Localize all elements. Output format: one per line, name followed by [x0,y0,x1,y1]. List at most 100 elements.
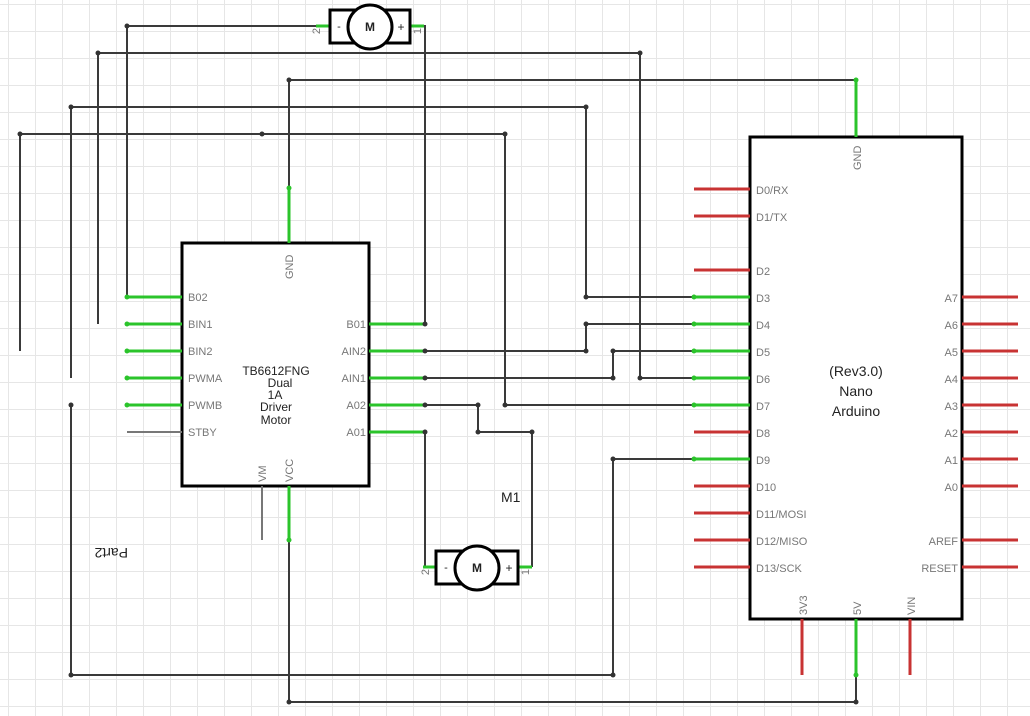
arduino-label-gnd: GND [852,146,864,171]
motor-bottom-symbol: M [472,561,482,575]
driver-label-pwmb: PWMB [188,400,222,412]
pin-end-dot [286,537,292,543]
motor-top-pin-2-label: 2 [311,28,323,34]
arduino-label-a6: A6 [945,320,958,332]
arduino-label-d11: D11/MOSI [756,509,807,521]
pin-end-dot [124,402,130,408]
motor-top[interactable]: M - + 2 1 [311,3,424,51]
driver-label-ain1: AIN1 [342,373,366,385]
motor-bottom-label: M1 [501,489,521,505]
driver-name-line-1: TB6612FNG [242,364,309,378]
wire-ain2-d4[interactable] [425,323,694,352]
wire-pwmb-d9[interactable] [70,405,694,676]
pin-end-dot [691,294,697,300]
motor-driver[interactable]: B02 BIN1 BIN2 PWMA PWMB STBY B01 AIN2 AI… [127,188,425,540]
pin-end-dot [691,321,697,327]
junction-dot [95,50,101,56]
junction-dot [68,672,74,678]
arduino-label-vin: VIN [906,597,918,615]
driver-part-label: Part2 [94,545,128,561]
junction-dot [610,672,616,678]
arduino-label-a0: A0 [945,482,958,494]
motor-top-circle [346,3,394,51]
junction-dot [583,348,589,354]
arduino-name-line-1: (Rev3.0) [829,363,883,379]
motor-bottom-pin-2-label: 2 [420,569,432,575]
arduino-label-d6: D6 [756,374,770,386]
junction-dot [68,104,74,110]
junction-dot [68,402,74,408]
arduino-label-d3: D3 [756,293,770,305]
junction-dot [610,375,616,381]
driver-label-gnd: GND [284,255,296,280]
arduino-label-reset: RESET [921,563,958,575]
wires [19,25,857,703]
junction-dot [422,321,428,327]
arduino-label-aref: AREF [929,536,959,548]
arduino-label-5v: 5V [852,601,864,615]
motor-bottom-plus: + [505,561,512,575]
driver-label-pwma: PWMA [188,373,223,385]
junction-dot [529,429,535,435]
arduino-name-line-2: Nano [839,383,873,399]
pin-end-dot [124,294,130,300]
wire-ain1-d5[interactable] [425,350,694,379]
motor-top-plus: + [397,20,404,34]
arduino-label-d4: D4 [756,320,770,332]
wire-b01-motor-top[interactable] [414,25,426,324]
driver-label-a01: A01 [346,427,366,439]
arduino-label-d8: D8 [756,428,770,440]
arduino-label-d7: D7 [756,401,770,413]
junction-dot [610,456,616,462]
wire-vcc-5v[interactable] [288,540,857,703]
motor-bottom[interactable]: M - + 2 1 [420,544,532,592]
pin-end-dot [853,672,859,678]
driver-label-bin2: BIN2 [188,346,212,358]
junction-dot [286,699,292,705]
driver-label-stby: STBY [188,427,217,439]
junction-dot [259,131,265,137]
junction-dot [502,131,508,137]
pin-end-dot [691,375,697,381]
driver-name-line-2: Dual [268,376,293,390]
pin-end-dot [124,321,130,327]
wire-a02-motor-bottom[interactable] [425,404,533,567]
arduino-label-a1: A1 [945,455,958,467]
junction-dot [583,294,589,300]
arduino-label-3v3: 3V3 [798,595,810,615]
driver-name-line-3: 1A [268,388,283,402]
arduino-label-a2: A2 [945,428,958,440]
arduino-label-d13: D13/SCK [756,563,803,575]
junction-dot [475,402,481,408]
pin-end-dot [691,402,697,408]
driver-label-b01: B01 [346,319,366,331]
driver-name-line-4: Driver [260,400,292,414]
arduino-label-d10: D10 [756,482,776,494]
arduino-label-a3: A3 [945,401,958,413]
motor-top-minus: - [337,21,341,33]
junction-dot [583,104,589,110]
junction-dot [422,429,428,435]
arduino-label-d9: D9 [756,455,770,467]
junction-dot [502,402,508,408]
arduino-right-pins [962,295,1018,569]
driver-label-ain2: AIN2 [342,346,366,358]
junction-dot [422,348,428,354]
arduino-label-a7: A7 [945,293,958,305]
arduino-left-pins [694,187,750,569]
junction-dot [610,348,616,354]
wire-pwma-d3[interactable] [70,106,694,378]
junction-dot [124,23,130,29]
motor-bottom-minus: - [444,562,448,574]
driver-label-vm: VM [257,466,269,483]
motor-top-pin-1-label: 1 [412,28,424,34]
arduino-label-a4: A4 [945,374,958,386]
junction-dot [637,375,643,381]
arduino-label-a5: A5 [945,347,958,359]
junction-dot [853,699,859,705]
motor-top-symbol: M [365,20,375,34]
arduino-nano[interactable]: GND D0/RX D1/TX D2 D3 D4 D5 D6 D7 D8 D9 … [694,80,1018,675]
junction-dot [637,50,643,56]
pin-end-dot [286,185,292,191]
